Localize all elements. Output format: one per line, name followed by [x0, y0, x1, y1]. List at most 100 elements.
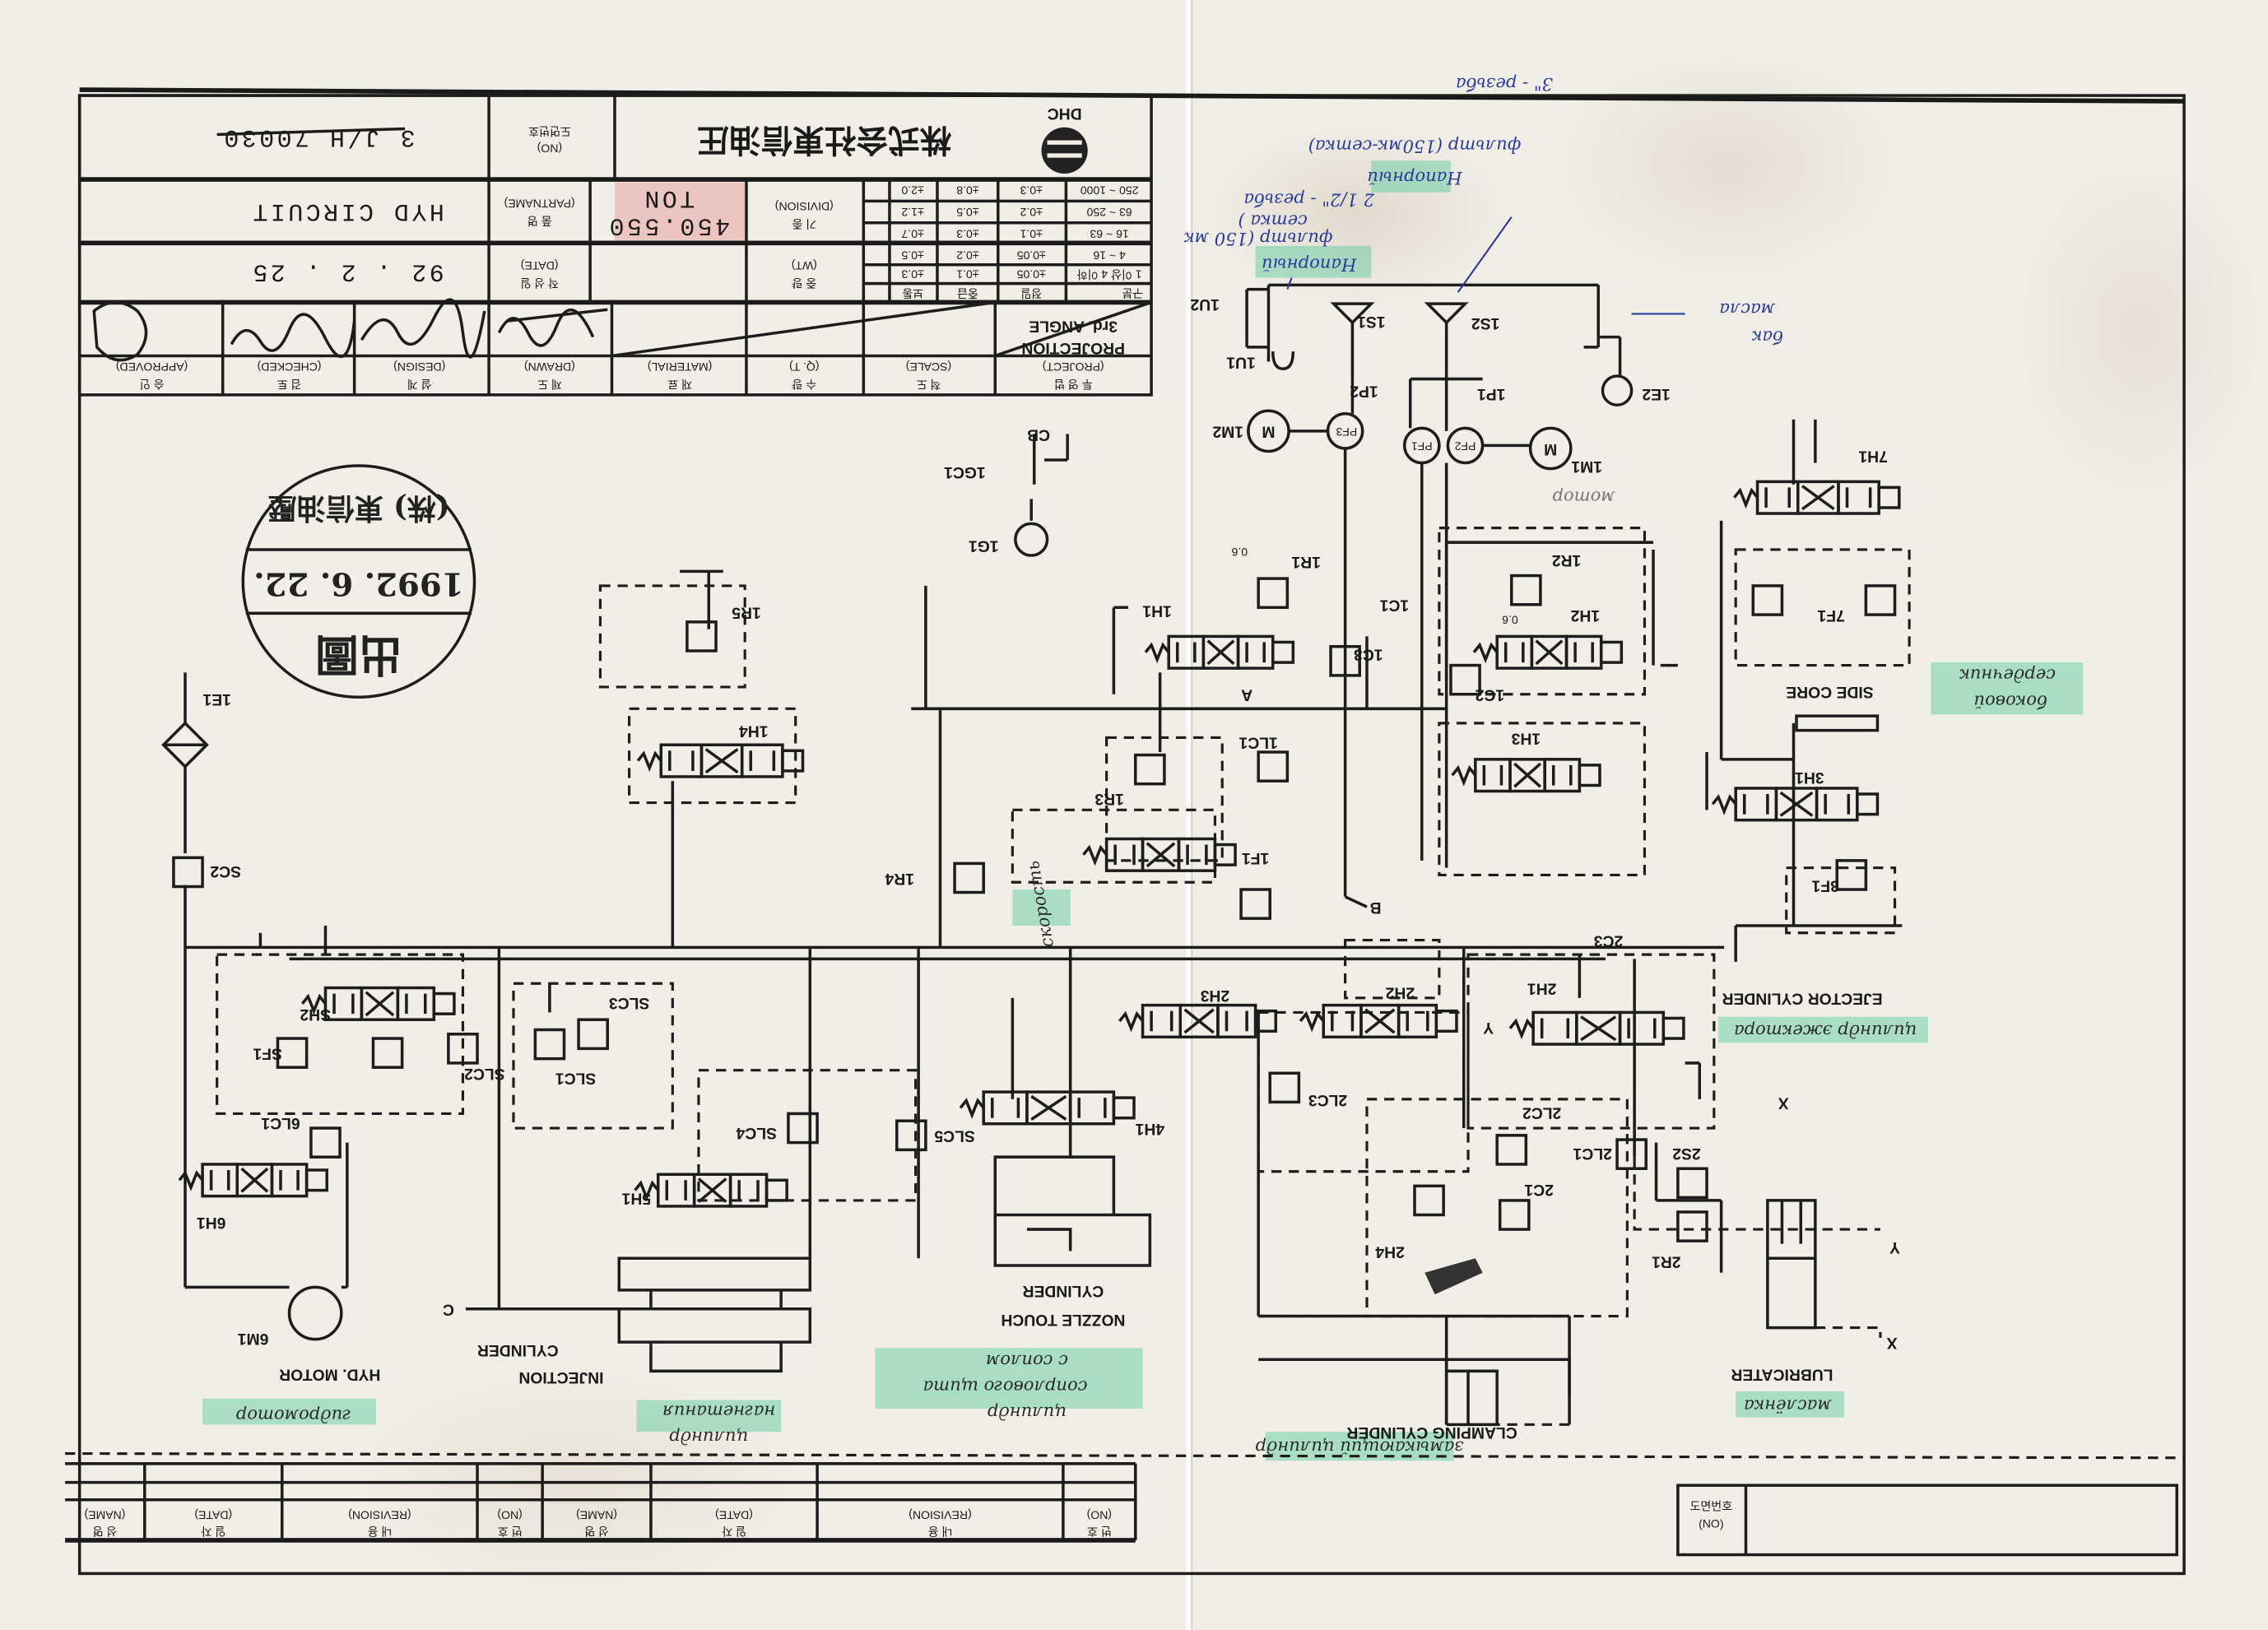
- label-SLC2: SLC2: [464, 1065, 504, 1082]
- cross-flow-icon: [697, 1177, 727, 1204]
- logic-valve-6LC1: [309, 1126, 342, 1159]
- valve-position-box: [1068, 1090, 1116, 1126]
- signatures: [92, 298, 608, 362]
- note-nozzle-line1: цилиндр: [988, 1403, 1067, 1423]
- sequence-valve-2S2: [1676, 1167, 1708, 1200]
- revision-table: (NAME)성 명(DATE)일 자(REVISION)내 용(NO)번 호(N…: [65, 1451, 2185, 1557]
- flow-arrow-icon: [1113, 844, 1136, 866]
- flow-valve-7F1-a: [1751, 584, 1784, 616]
- label-1C2: 1C2: [1476, 686, 1504, 704]
- revision-header-kr: 일 자: [201, 1525, 225, 1538]
- flow-arrow-icon: [990, 1098, 1020, 1118]
- label-2R1: 2R1: [1652, 1253, 1681, 1270]
- spring-icon: [636, 750, 662, 773]
- footer-label-kr: 설 계: [407, 378, 432, 391]
- label-2C1: 2C1: [1524, 1181, 1554, 1198]
- company-name: 株式会社東信油圧: [697, 121, 951, 158]
- footer-label-en: (APPROVED): [116, 360, 188, 374]
- label-1E1: 1E1: [202, 690, 231, 708]
- spring-icon: [1711, 794, 1737, 815]
- logic-valve-SLC3: [577, 1018, 609, 1051]
- pilot-line: [1258, 1157, 1882, 1426]
- valve-7H1: [1733, 480, 1901, 515]
- pilot-line-boundary: [1105, 736, 1224, 862]
- valve-position-box: [270, 1163, 309, 1198]
- valve-position-box: [1216, 1003, 1257, 1039]
- flow-valve-1F1: [1239, 888, 1271, 920]
- label-1F1: 1F1: [1242, 849, 1270, 866]
- division-value-unit: TON: [642, 184, 695, 212]
- revision-header-en: (NAME): [84, 1509, 125, 1522]
- label-2H1: 2H1: [1527, 979, 1557, 996]
- label-hyd-motor: HYD. MOTOR: [279, 1366, 380, 1383]
- date-value: 92 . 2 . 25: [250, 258, 444, 286]
- label-2LC3: 2LC3: [1308, 1091, 1348, 1108]
- valve-2H2: [1299, 1003, 1458, 1039]
- logic-valve-2LC2: [1495, 1134, 1528, 1166]
- pilot-line-boundary: [598, 584, 746, 689]
- solenoid-icon: [1599, 640, 1624, 664]
- valve-position-box: [1474, 758, 1512, 793]
- drawing-no-label-kr: 도면번호: [528, 125, 571, 138]
- label-nozzle-touch: NOZZLE TOUCH: [1001, 1311, 1125, 1328]
- footer-label-en: (CHECKED): [258, 360, 322, 374]
- label-2H3: 2H3: [1200, 987, 1229, 1004]
- flow-arrow-icon: [665, 1180, 687, 1200]
- spring-icon: [1472, 642, 1499, 664]
- label-2LC2: 2LC2: [1522, 1104, 1561, 1121]
- check-valve-1C3: [1329, 644, 1361, 677]
- pilot-line-boundary: [1257, 1010, 1470, 1173]
- stamp-ring-text: (株) 東信油壓: [267, 491, 449, 525]
- flow-valve-SF1-a: [276, 1037, 309, 1069]
- label-3H1: 3H1: [1795, 769, 1824, 786]
- label-6H1: 6H1: [197, 1214, 226, 1231]
- label-1E2: 1E2: [1642, 385, 1670, 402]
- tolerance-cell: 1 이상 4 이하: [1077, 268, 1142, 281]
- pilot-line-boundary: [1734, 548, 1911, 667]
- label-5H1: 5H1: [621, 1189, 651, 1206]
- label-1GC1: 1GC1: [944, 463, 986, 481]
- tolerance-cell: ±0.5: [901, 249, 923, 262]
- pilot-line-boundary: [1785, 866, 1897, 935]
- solenoid-icon: [432, 991, 456, 1015]
- label-1G1: 1G1: [969, 537, 999, 555]
- partname-label: (PARTNAME): [504, 197, 575, 210]
- label-1P2: 1P2: [1350, 383, 1378, 400]
- partname-value: HYD CIRCUIT: [250, 197, 444, 225]
- valve-position-box: [659, 743, 704, 778]
- valve-position-box: [1236, 634, 1275, 670]
- flow-arrow-icon: [1225, 1010, 1248, 1032]
- note-nozzle-line2: сопрлового щита: [923, 1377, 1088, 1397]
- label-Y-2: Y: [1483, 1019, 1494, 1036]
- flow-arrow-icon: [1077, 1098, 1107, 1118]
- motor-1M2-icon: [1247, 409, 1290, 453]
- relief-valve-1R5: [686, 620, 718, 652]
- note-lubricater: маслёнка: [1744, 1395, 1832, 1416]
- solenoid-icon: [304, 1168, 328, 1192]
- logic-valve-SLC1: [533, 1028, 566, 1061]
- note-filter1-line1: Напорный: [1262, 254, 1357, 275]
- valve-1H3: [1451, 758, 1601, 793]
- footer-label-en: (PROJECT): [1043, 360, 1104, 374]
- cross-flow-icon: [1364, 1008, 1396, 1034]
- drawing-number: 3 J/H 70030: [221, 123, 416, 151]
- tolerance-cell: ±0.3: [956, 227, 978, 240]
- label-C: C: [443, 1301, 454, 1318]
- tolerance-cell: ±1.2: [901, 206, 923, 219]
- solenoid-icon: [1253, 1009, 1278, 1033]
- footer-label-en: (Q. T): [789, 360, 819, 374]
- label-PF1: PF1: [1411, 440, 1433, 453]
- flow-arrow-icon: [1245, 642, 1266, 663]
- label-6M1: 6M1: [238, 1330, 269, 1347]
- note-nozzle-line3: с соплом: [986, 1351, 1068, 1372]
- cross-flow-icon: [1206, 639, 1235, 666]
- valve-position-box: [1618, 1010, 1666, 1046]
- valve-position-box: [1495, 634, 1534, 670]
- check-valve-SC2: [172, 856, 204, 889]
- label-1S1: 1S1: [1357, 313, 1386, 330]
- cross-flow-icon: [1801, 485, 1835, 511]
- footer-label-kr: 재 료: [667, 378, 692, 391]
